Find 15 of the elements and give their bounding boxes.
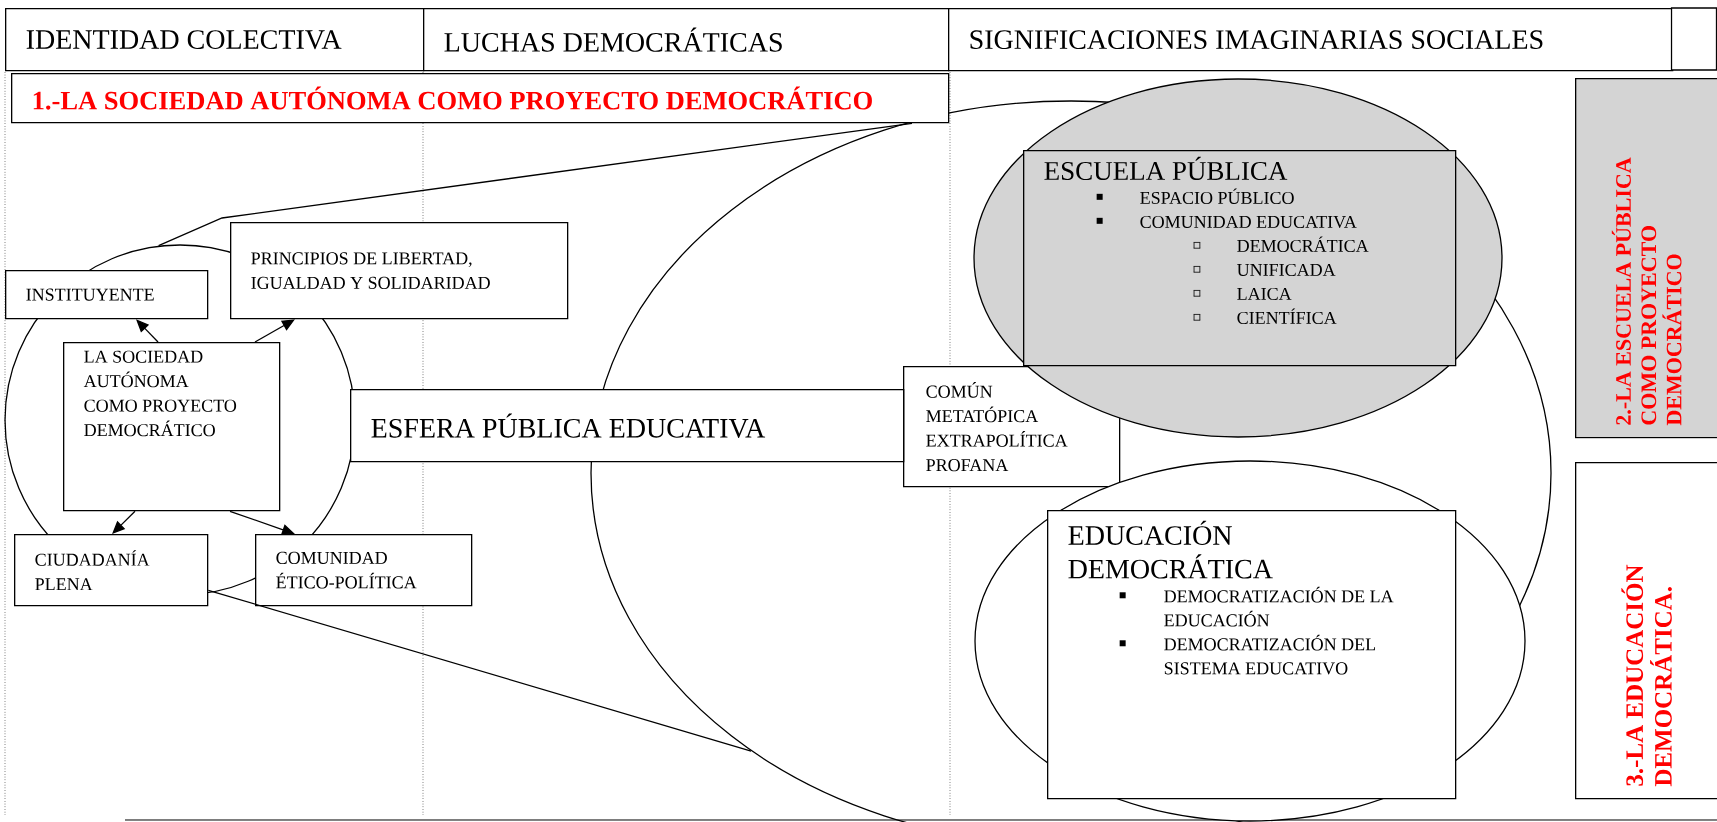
arrow (112, 510, 136, 534)
text-box: ESFERA PÚBLICA EDUCATIVA (350, 389, 905, 463)
connector-line (207, 589, 752, 752)
text-box: LA SOCIEDAD AUTÓNOMA COMO PROYECTO DEMOCRÁTICO (63, 342, 281, 512)
text-box: CIUDADANÍA PLENA (14, 534, 209, 607)
vertical-title-box: 3.-LA EDUCACIÓN DEMOCRÁTICA. (1575, 462, 1717, 800)
arrow (136, 319, 159, 343)
header-cell: IDENTIDAD COLECTIVA (5, 8, 425, 72)
arrow (254, 319, 295, 343)
text-box: PRINCIPIOS DE LIBERTAD, IGUALDAD Y SOLIDARIDAD (230, 222, 569, 320)
header-cell: LUCHAS DEMOCRÁTICAS (423, 8, 950, 72)
vertical-title-box: 2.-LA ESCUELA PÚBLICA COMO PROYECTO DEMOCRÁTICO (1575, 78, 1717, 439)
header-cell (1670, 7, 1717, 71)
title-box: 1.-LA SOCIEDAD AUTÓNOMA COMO PROYECTO DEMOCRÁTICO (11, 73, 950, 124)
text-box: COMUNIDAD ÉTICO-POLÍTICA (255, 534, 473, 607)
